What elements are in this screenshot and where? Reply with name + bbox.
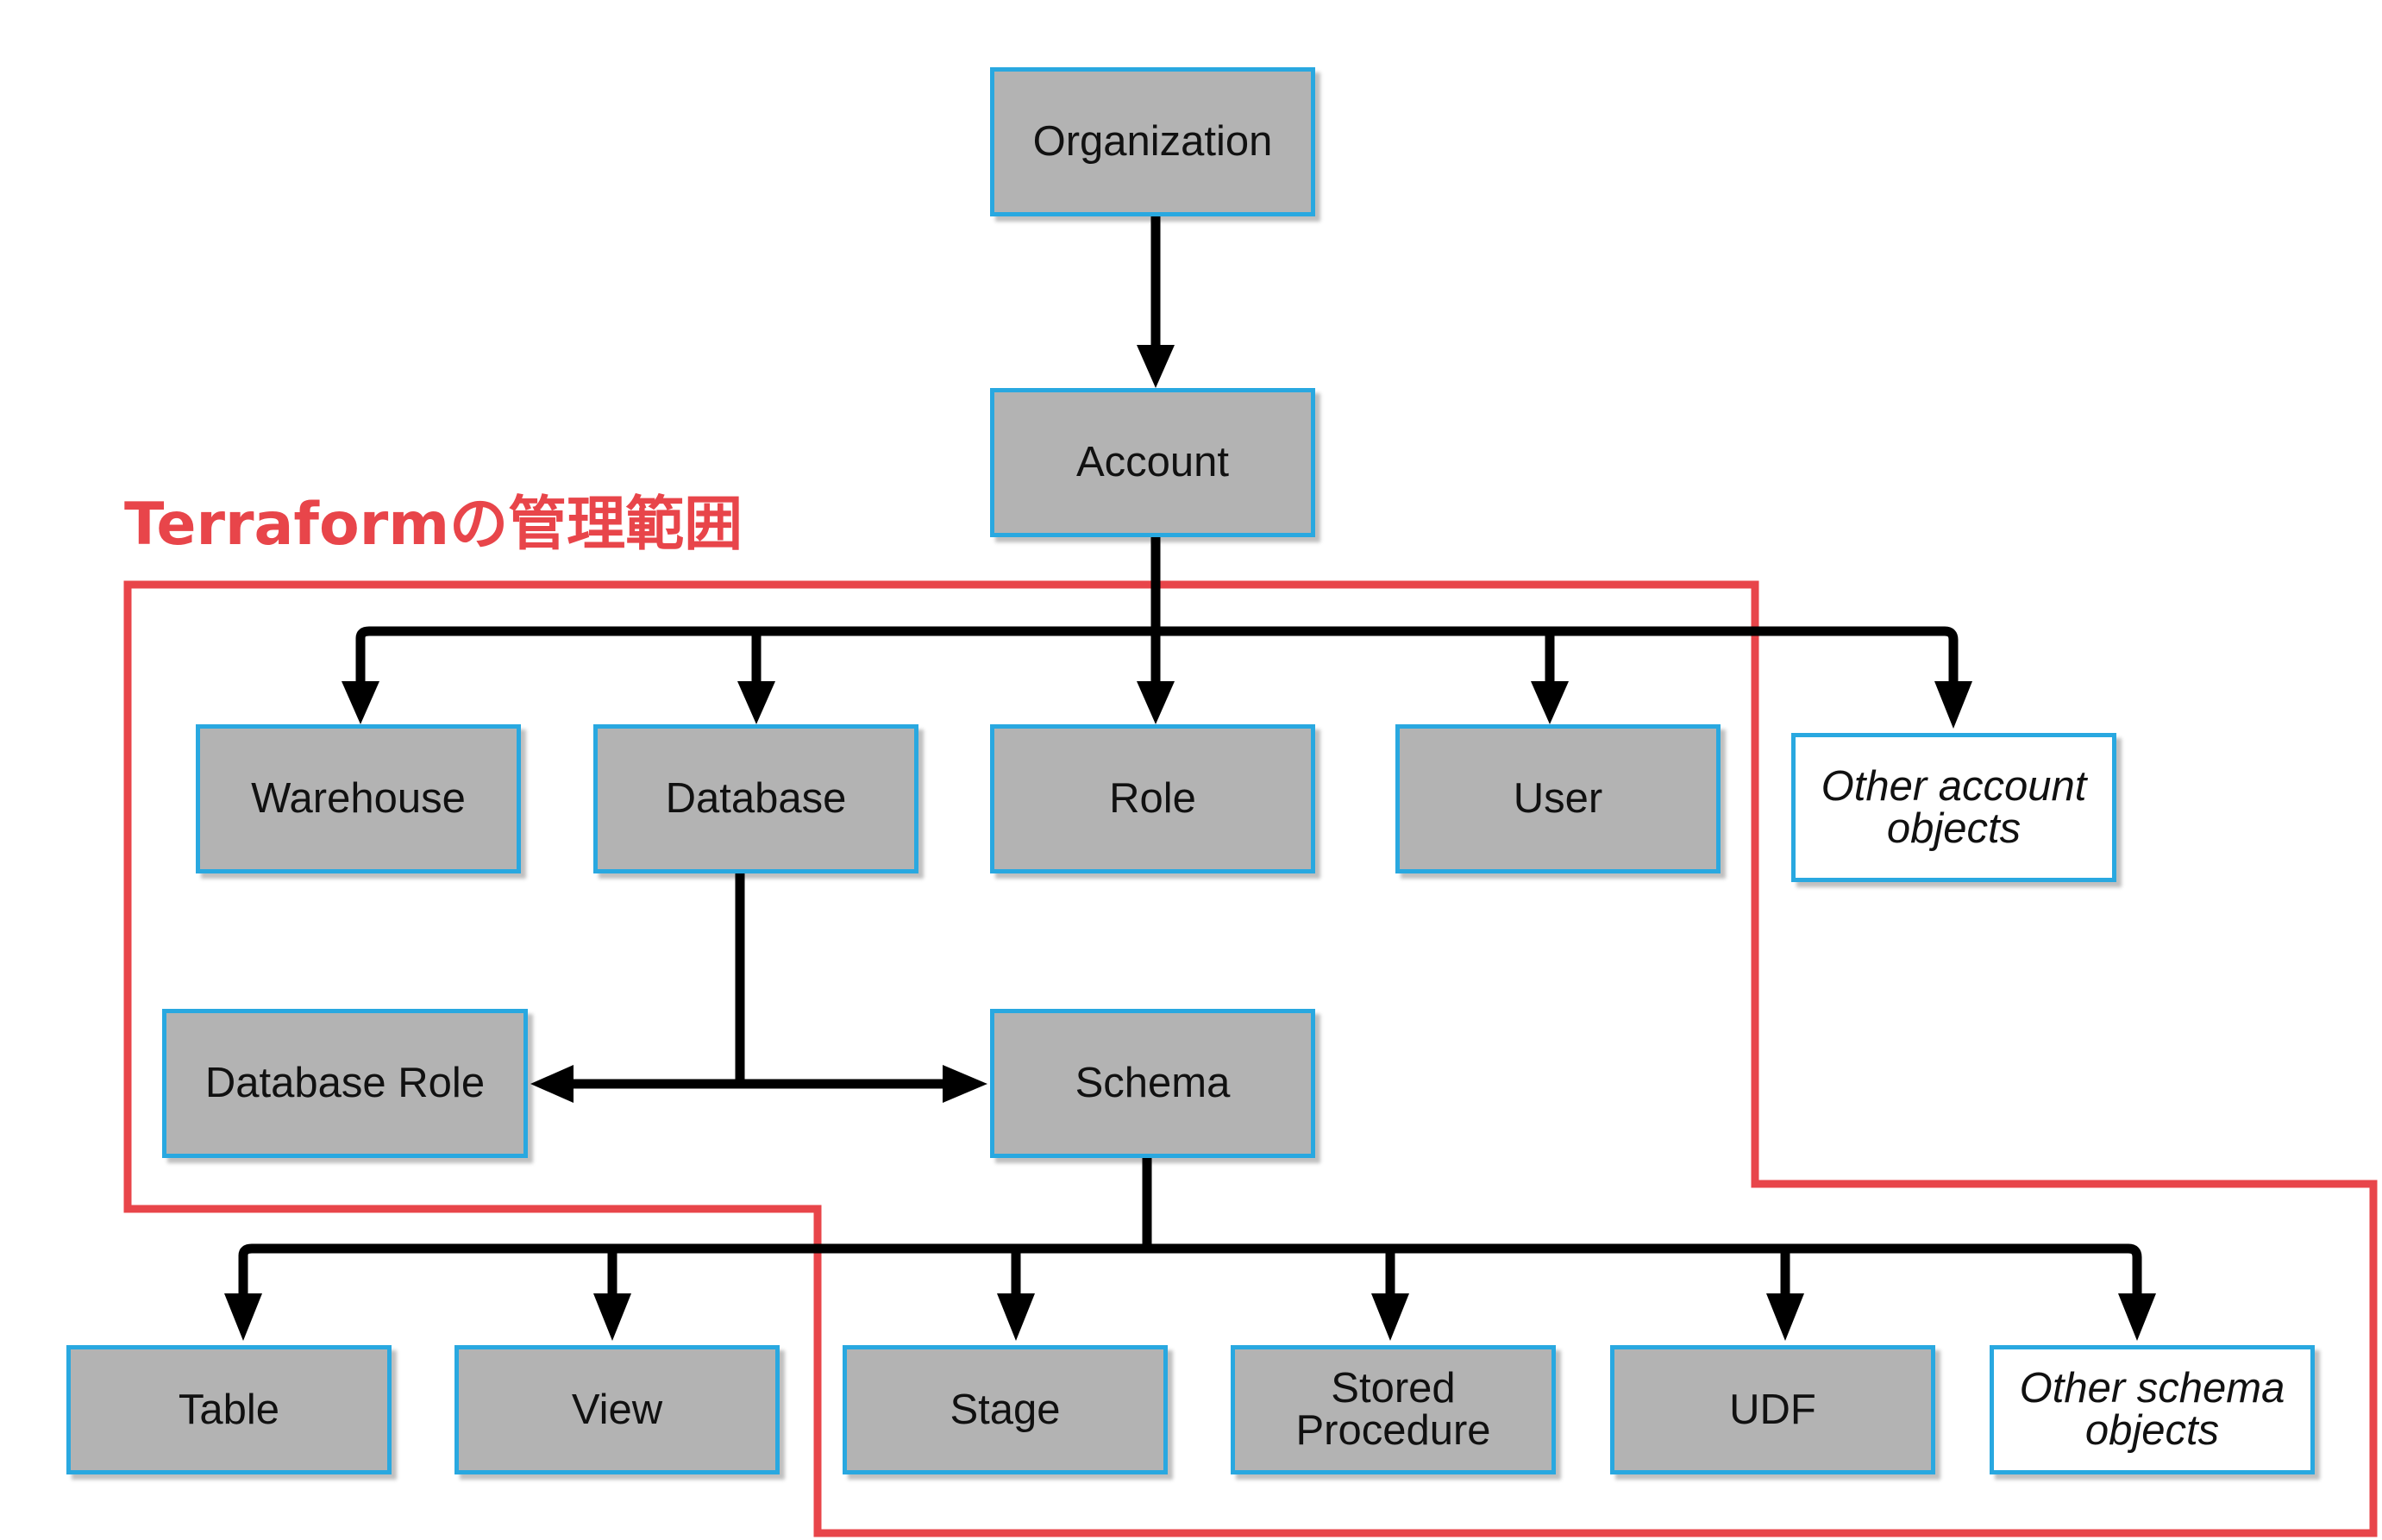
arrowhead-stored-procedure bbox=[1371, 1293, 1409, 1341]
node-user-label: User bbox=[1513, 775, 1603, 822]
node-stage-label: Stage bbox=[950, 1386, 1061, 1433]
node-user[interactable]: User bbox=[1395, 724, 1721, 873]
node-other-schema-objects-label: Other schema objects bbox=[2019, 1365, 2285, 1454]
node-organization[interactable]: Organization bbox=[990, 67, 1315, 216]
arrowhead-warehouse bbox=[342, 681, 379, 724]
arrowhead-schema bbox=[943, 1065, 987, 1103]
arrowhead-account bbox=[1137, 345, 1175, 388]
node-udf[interactable]: UDF bbox=[1610, 1345, 1935, 1474]
arrowhead-role bbox=[1137, 681, 1175, 724]
terraform-scope-label: Terraformの管理範囲 bbox=[124, 491, 743, 559]
node-udf-label: UDF bbox=[1729, 1386, 1816, 1433]
node-role[interactable]: Role bbox=[990, 724, 1315, 873]
node-table[interactable]: Table bbox=[66, 1345, 392, 1474]
node-stage[interactable]: Stage bbox=[843, 1345, 1168, 1474]
node-account[interactable]: Account bbox=[990, 388, 1315, 537]
node-database-role[interactable]: Database Role bbox=[162, 1009, 528, 1158]
node-stored-procedure-label: Stored Procedure bbox=[1295, 1365, 1491, 1454]
node-warehouse-label: Warehouse bbox=[251, 775, 466, 822]
connector-lines bbox=[238, 210, 2142, 1299]
node-view[interactable]: View bbox=[454, 1345, 780, 1474]
node-stored-procedure[interactable]: Stored Procedure bbox=[1231, 1345, 1556, 1474]
node-other-schema-objects[interactable]: Other schema objects bbox=[1990, 1345, 2315, 1474]
node-database-label: Database bbox=[665, 775, 847, 822]
node-database[interactable]: Database bbox=[593, 724, 918, 873]
arrowheads bbox=[224, 345, 2156, 1341]
arrowhead-stage bbox=[997, 1293, 1035, 1341]
node-other-account-objects[interactable]: Other account objects bbox=[1791, 733, 2116, 882]
arrowhead-table bbox=[224, 1293, 262, 1341]
arrowhead-database bbox=[737, 681, 775, 724]
node-other-account-objects-label: Other account objects bbox=[1821, 762, 2087, 852]
node-database-role-label: Database Role bbox=[204, 1060, 486, 1106]
node-schema[interactable]: Schema bbox=[990, 1009, 1315, 1158]
node-warehouse[interactable]: Warehouse bbox=[196, 724, 521, 873]
node-view-label: View bbox=[571, 1386, 663, 1433]
node-role-label: Role bbox=[1109, 775, 1196, 822]
arrowhead-udf bbox=[1766, 1293, 1804, 1341]
arrowhead-view bbox=[593, 1293, 631, 1341]
node-schema-label: Schema bbox=[1075, 1060, 1231, 1106]
node-account-label: Account bbox=[1075, 439, 1230, 485]
node-organization-label: Organization bbox=[1032, 118, 1273, 165]
node-table-label: Table bbox=[178, 1386, 280, 1433]
arrowhead-other-account bbox=[1934, 681, 1972, 729]
arrowhead-other-schema bbox=[2118, 1293, 2156, 1341]
arrowhead-database-role bbox=[530, 1065, 574, 1103]
terraform-scope-outline bbox=[123, 580, 2378, 1537]
arrowhead-user bbox=[1531, 681, 1569, 724]
